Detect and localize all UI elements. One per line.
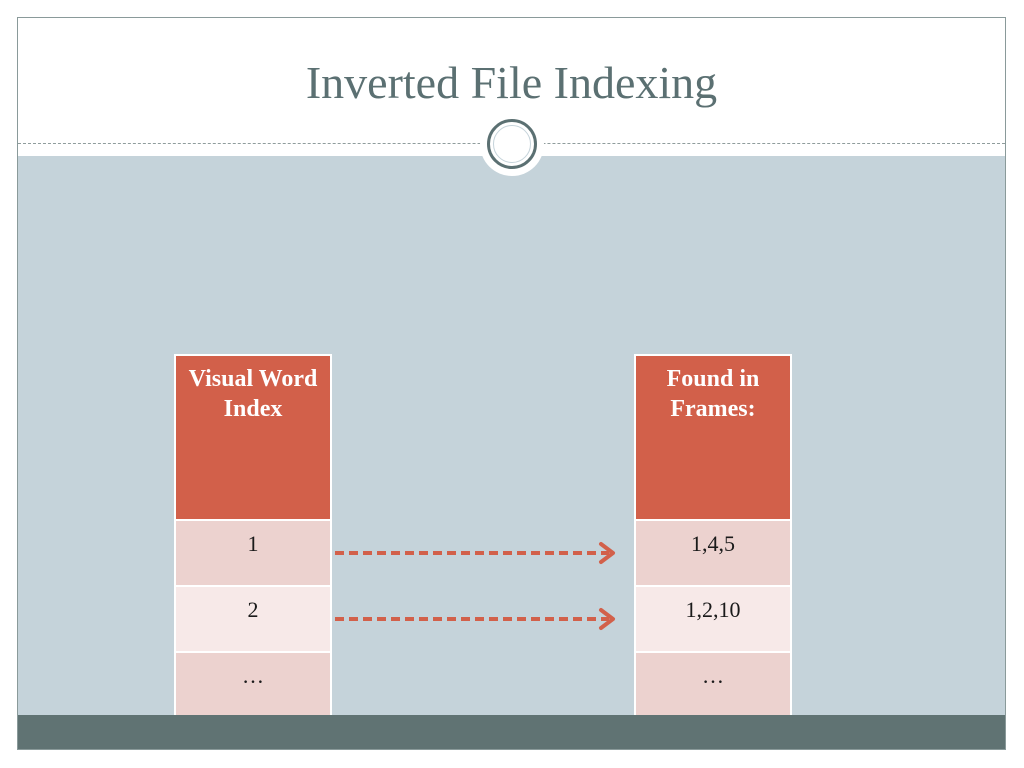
left-table-header: Visual Word Index	[174, 354, 332, 521]
left-table-cell: 2	[174, 585, 332, 653]
title-ornament-ring	[487, 119, 537, 169]
right-table-header: Found in Frames:	[634, 354, 792, 521]
left-table-cell: 1	[174, 519, 332, 587]
visual-word-index-table: Visual Word Index 1 2 … N	[174, 354, 332, 749]
slide-title: Inverted File Indexing	[305, 57, 718, 108]
right-table-cell: 1,4,5	[634, 519, 792, 587]
right-table-cell: …	[634, 651, 792, 719]
content-area: Visual Word Index 1 2 … N Found in Frame…	[18, 156, 1005, 749]
arrow-head	[599, 542, 615, 564]
slide: Inverted File Indexing Visual Word Index…	[17, 17, 1006, 750]
arrow-head	[599, 608, 615, 630]
right-table-cell: 1,2,10	[634, 585, 792, 653]
footer-bar	[18, 715, 1005, 749]
left-table-cell: …	[174, 651, 332, 719]
arrow-layer	[335, 542, 615, 630]
